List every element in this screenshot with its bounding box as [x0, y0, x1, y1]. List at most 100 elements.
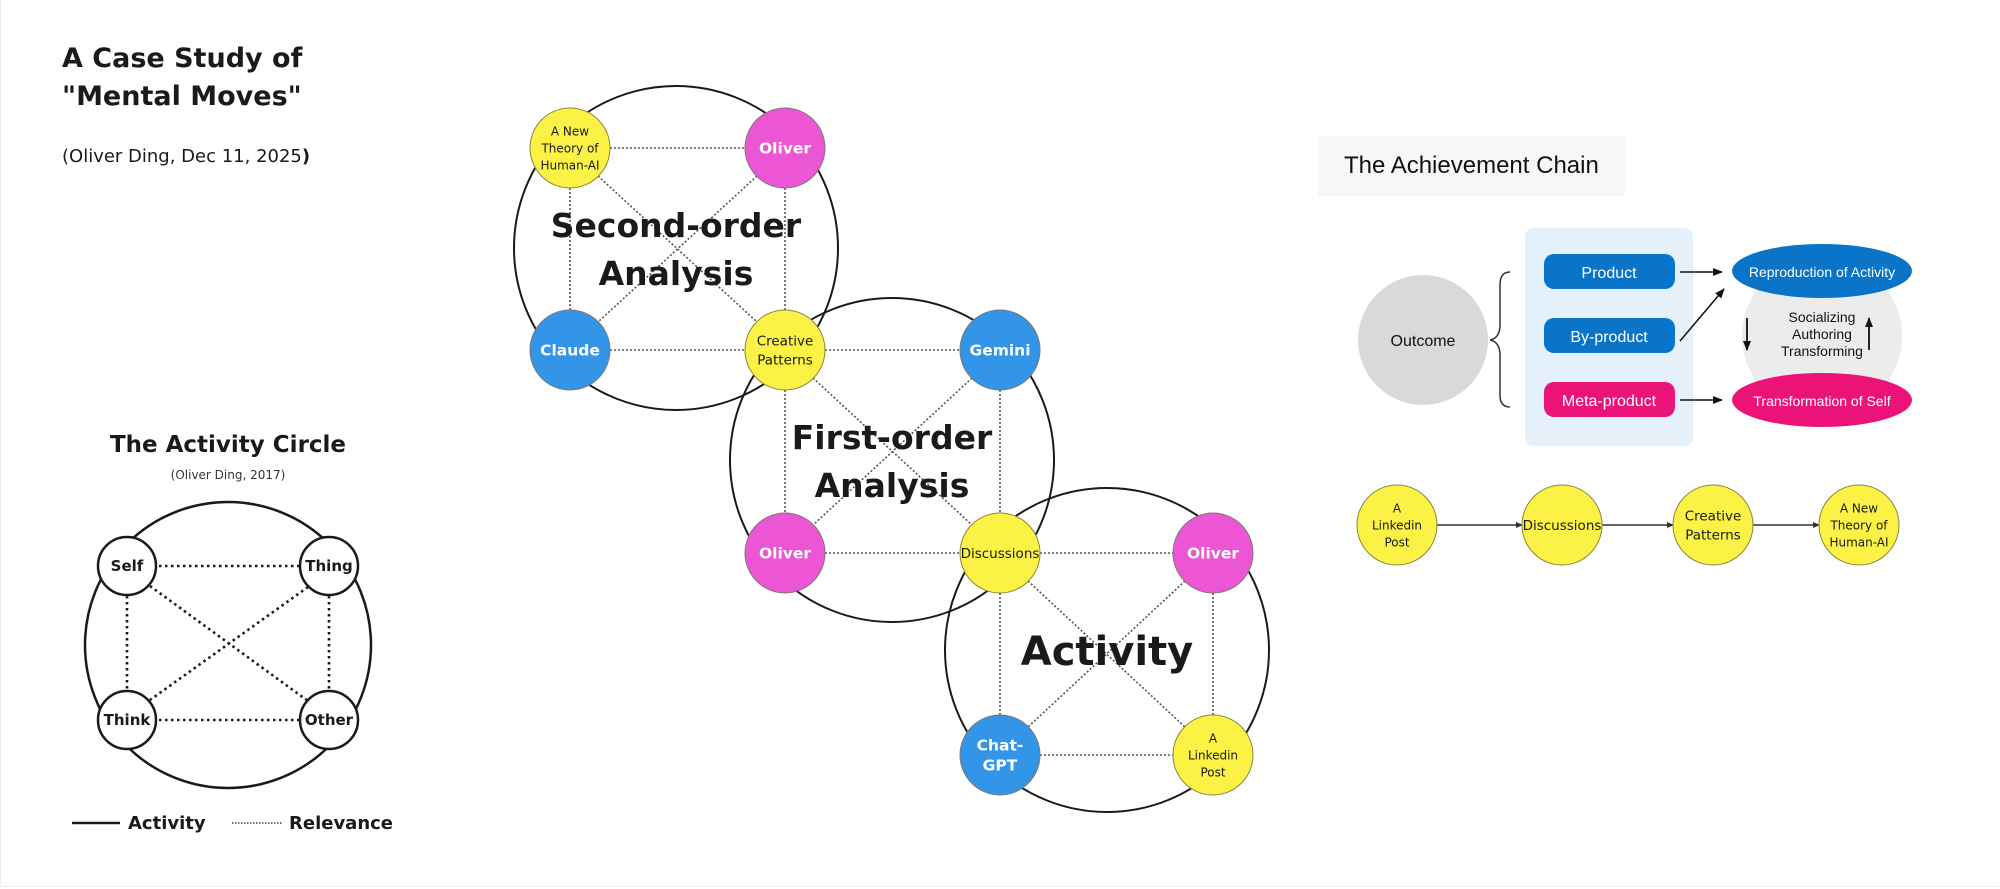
arrow-byproduct-to-reproduction	[1679, 288, 1725, 342]
analysis-label-line-2: Analysis	[815, 466, 970, 505]
node-label: Human-AI	[540, 158, 599, 172]
meta-product-box	[1544, 382, 1675, 417]
relevance-line	[149, 585, 309, 702]
page-title-line-2: "Mental Moves"	[62, 81, 302, 112]
legend-activity-label: Activity	[128, 813, 206, 834]
reproduction-label: Reproduction of Activity	[1749, 264, 1895, 280]
activity-node-think: Think	[96, 689, 158, 751]
node-label: Linkedin	[1188, 748, 1238, 762]
node-label: Oliver	[759, 140, 811, 158]
product-label: Product	[1581, 265, 1637, 282]
analysis-outer-circle	[513, 85, 839, 411]
relevance-line	[812, 377, 973, 526]
analysis-node-discussions: Discussions	[959, 512, 1041, 594]
achievement-chain-diagram: Outcome Product By-product Meta-product …	[1358, 228, 1912, 446]
activity-node-thing: Thing	[298, 535, 360, 597]
analysis-node-claude: Claude	[529, 309, 611, 391]
activity-circle-title: The Activity Circle	[110, 432, 346, 458]
node-label: Oliver	[759, 545, 811, 563]
activity-node-self: Self	[96, 535, 158, 597]
relevance-lines	[569, 147, 786, 351]
node-label: Gemini	[969, 342, 1030, 360]
activity-outer-circle	[83, 500, 373, 790]
analysis-node-gemini: Gemini	[959, 309, 1041, 391]
node-label: Theory of	[1829, 518, 1888, 532]
transformation-ellipse	[1732, 373, 1912, 427]
node-circle	[1672, 484, 1754, 566]
node-label: Creative	[757, 333, 814, 349]
activity-node-label: Self	[111, 557, 144, 575]
by-product-label: By-product	[1570, 329, 1648, 346]
node-label: Discussions	[961, 546, 1040, 562]
outcome-label: Outcome	[1391, 333, 1456, 350]
node-label: GPT	[983, 757, 1018, 775]
meta-product-label: Meta-product	[1562, 393, 1657, 410]
by-product-box	[1544, 318, 1675, 353]
node-label: Patterns	[1685, 527, 1741, 543]
reproduction-ellipse	[1732, 244, 1912, 298]
analysis-outer-circle	[729, 297, 1055, 623]
page-title-line-1: A Case Study of	[62, 43, 303, 74]
node-label: Discussions	[1523, 518, 1602, 534]
node-circle	[744, 309, 826, 391]
activity-circle-subtitle: (Oliver Ding, 2017)	[171, 468, 286, 482]
node-label: A New	[551, 124, 589, 138]
activity-node-other: Other	[298, 689, 360, 751]
page-subtitle-text: (Oliver Ding, Dec 11, 2025	[62, 146, 302, 167]
analysis-node-chat-gpt: Chat- GPT	[959, 714, 1041, 796]
node-label: Theory of	[540, 141, 599, 155]
node-circle	[529, 107, 611, 189]
node-circle	[529, 309, 611, 391]
relevance-lines	[784, 349, 1001, 554]
analysis-label-line-1: First-order	[792, 418, 993, 457]
node-label: A	[1393, 501, 1402, 515]
outcome-circle	[1358, 275, 1488, 405]
product-box	[1544, 254, 1675, 289]
analysis-node-oliver: Oliver	[744, 512, 826, 594]
activity-node-circle	[96, 689, 158, 751]
node-label: Oliver	[1187, 545, 1239, 563]
node-circle	[1172, 512, 1254, 594]
analysis-outer-circle	[944, 487, 1270, 813]
node-circle	[959, 512, 1041, 594]
node-circle	[744, 512, 826, 594]
flow-chain: ALinkedinPostDiscussionsCreativePatterns…	[1356, 484, 1900, 566]
activity-node-circle	[298, 535, 360, 597]
analysis-label-line-2: Analysis	[599, 254, 754, 293]
node-label: Linkedin	[1372, 518, 1422, 532]
flow-node-discussions: Discussions	[1521, 484, 1603, 566]
activity-node-label: Think	[104, 711, 152, 729]
node-label: Claude	[540, 342, 600, 360]
node-circle	[1356, 484, 1438, 566]
relevance-lines	[999, 552, 1214, 756]
node-circle	[1521, 484, 1603, 566]
legend-relevance-label: Relevance	[289, 813, 393, 834]
analysis-node-oliver: Oliver	[1172, 512, 1254, 594]
node-label: Creative	[1685, 508, 1742, 524]
node-label: A New	[1840, 501, 1878, 515]
activity-node-label: Thing	[305, 557, 352, 575]
analysis-circles: Second-orderAnalysisFirst-orderAnalysisA…	[513, 85, 1270, 813]
node-circle	[959, 714, 1041, 796]
activity-node-circle	[96, 535, 158, 597]
process-transforming: Transforming	[1781, 343, 1863, 359]
relevance-lines	[125, 564, 331, 722]
node-circle	[744, 107, 826, 189]
analysis-label: Activity	[1021, 629, 1193, 675]
node-label: Chat-	[977, 737, 1024, 755]
node-circle	[1172, 714, 1254, 796]
node-label: A	[1209, 731, 1218, 745]
node-label: Post	[1200, 765, 1225, 779]
page-subtitle: (Oliver Ding, Dec 11, 2025)	[62, 146, 310, 167]
process-authoring: Authoring	[1792, 326, 1852, 342]
